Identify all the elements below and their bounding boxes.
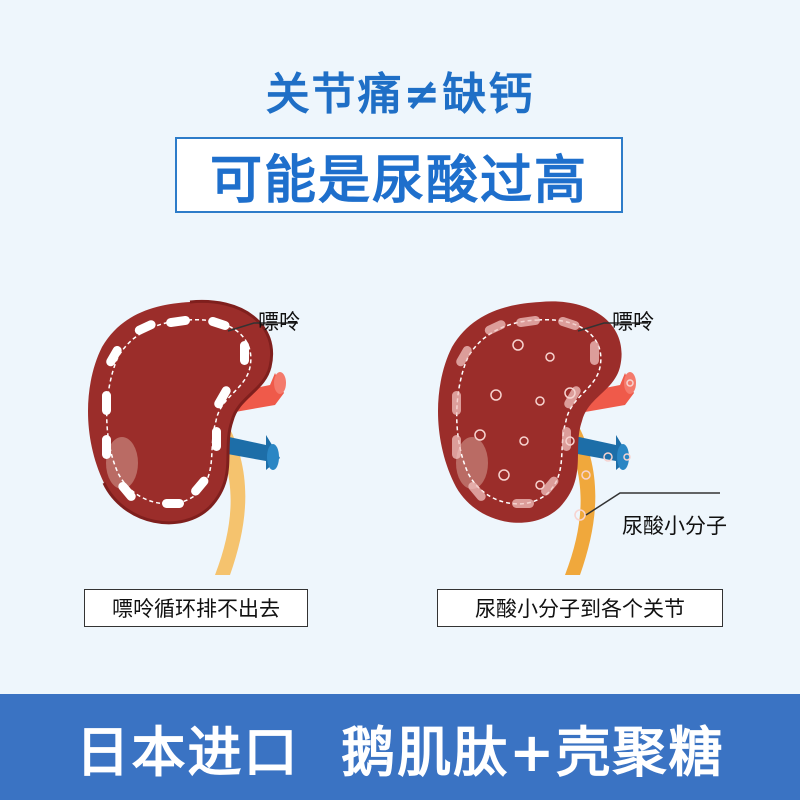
uric-acid-label: 尿酸小分子 (622, 514, 727, 538)
purine-label-right: 嘌呤 (612, 310, 654, 334)
caption-right: 尿酸小分子到各个关节 (437, 589, 723, 627)
ureter (560, 421, 596, 575)
headline: 关节痛≠缺钙 (265, 69, 535, 120)
kidney-illustration-left (88, 299, 298, 575)
kidney-illustration-right (438, 301, 720, 575)
ureter (210, 421, 246, 575)
uric-acid-particles (474, 339, 634, 521)
footer-bar: 日本进口 鹅肌肽+壳聚糖 (0, 694, 800, 800)
subtitle: 可能是尿酸过高 (209, 150, 588, 211)
purine-capsules (102, 315, 249, 508)
vein (220, 435, 280, 470)
subtitle-box: 可能是尿酸过高 (175, 137, 623, 213)
caption-left: 嘌呤循环排不出去 (84, 589, 308, 627)
purine-label-left: 嘌呤 (258, 310, 300, 334)
footer-text: 日本进口 鹅肌肽+壳聚糖 (75, 720, 725, 784)
vein (570, 435, 630, 470)
